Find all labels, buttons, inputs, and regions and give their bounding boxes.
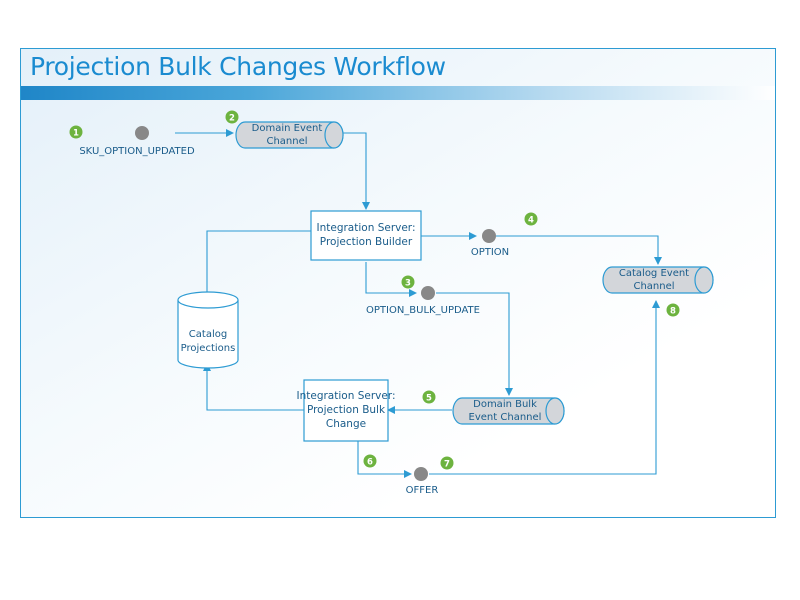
event-label: OPTION_BULK_UPDATE [366, 305, 480, 316]
step-badge-8: 8 [666, 303, 680, 317]
connector-bulk-change-to-offer [357, 441, 412, 478]
svg-text:5: 5 [426, 394, 432, 404]
svg-text:4: 4 [528, 216, 534, 226]
event-label: OFFER [406, 485, 439, 496]
step-badge-6: 6 [363, 454, 377, 468]
projection-builder-label-1: Integration Server: [317, 222, 416, 234]
domain-event-channel-label-2: Channel [266, 136, 307, 147]
event-option: OPTION [471, 229, 509, 258]
projection-builder-box: Integration Server: Projection Builder [310, 210, 422, 261]
svg-text:2: 2 [229, 114, 235, 124]
connector-offer-to-catalog-channel [429, 300, 660, 475]
projection-bulk-change-label-1: Integration Server: [297, 390, 396, 402]
projection-bulk-change-label-2: Projection Bulk [307, 404, 386, 416]
event-offer: OFFER [406, 467, 439, 496]
svg-text:1: 1 [73, 129, 79, 139]
connector-domain-channel-to-builder [341, 132, 370, 210]
connector-builder-to-bulk-update [365, 262, 417, 297]
svg-text:3: 3 [405, 279, 411, 289]
svg-text:7: 7 [444, 460, 450, 470]
connector-option-to-catalog-channel [496, 235, 662, 265]
connector-bulk-change-to-catalog-projections [203, 363, 304, 411]
event-dot [421, 286, 435, 300]
catalog-projections-label-1: Catalog [189, 329, 227, 340]
step-badge-1: 1 [69, 125, 83, 139]
projection-builder-label-2: Projection Builder [320, 236, 413, 248]
step-badge-4: 4 [524, 212, 538, 226]
domain-event-channel: Domain Event Channel [235, 121, 344, 149]
connector-builder-to-catalog-projections [203, 230, 311, 305]
domain-bulk-event-channel: Domain Bulk Event Channel [452, 397, 565, 425]
title-banner [21, 86, 775, 100]
projection-bulk-change-label-3: Change [326, 418, 366, 430]
event-dot [135, 126, 149, 140]
event-option-bulk-update: OPTION_BULK_UPDATE [366, 286, 480, 316]
connector-bulk-update-to-bulk-channel [436, 292, 513, 396]
svg-text:8: 8 [670, 307, 676, 317]
page-title: Projection Bulk Changes Workflow [30, 52, 446, 81]
catalog-projections-label-2: Projections [181, 343, 236, 354]
event-label: SKU_OPTION_UPDATED [79, 146, 195, 157]
catalog-event-channel-label-1: Catalog Event [619, 268, 689, 279]
step-badge-2: 2 [225, 110, 239, 124]
step-badge-7: 7 [440, 456, 454, 470]
catalog-event-channel: Catalog Event Channel [602, 266, 714, 294]
event-dot [414, 467, 428, 481]
domain-event-channel-label-1: Domain Event [252, 123, 323, 134]
event-label: OPTION [471, 247, 509, 258]
event-sku-option-updated: SKU_OPTION_UPDATED [79, 126, 195, 157]
svg-text:6: 6 [367, 458, 373, 468]
domain-bulk-channel-label-2: Event Channel [469, 412, 542, 423]
step-badge-3: 3 [401, 275, 415, 289]
domain-bulk-channel-label-1: Domain Bulk [473, 399, 537, 410]
catalog-event-channel-label-2: Channel [633, 281, 674, 292]
catalog-projections-store: Catalog Projections [177, 291, 239, 369]
projection-bulk-change-box: Integration Server: Projection Bulk Chan… [297, 379, 396, 442]
step-badge-5: 5 [422, 390, 436, 404]
event-dot [482, 229, 496, 243]
